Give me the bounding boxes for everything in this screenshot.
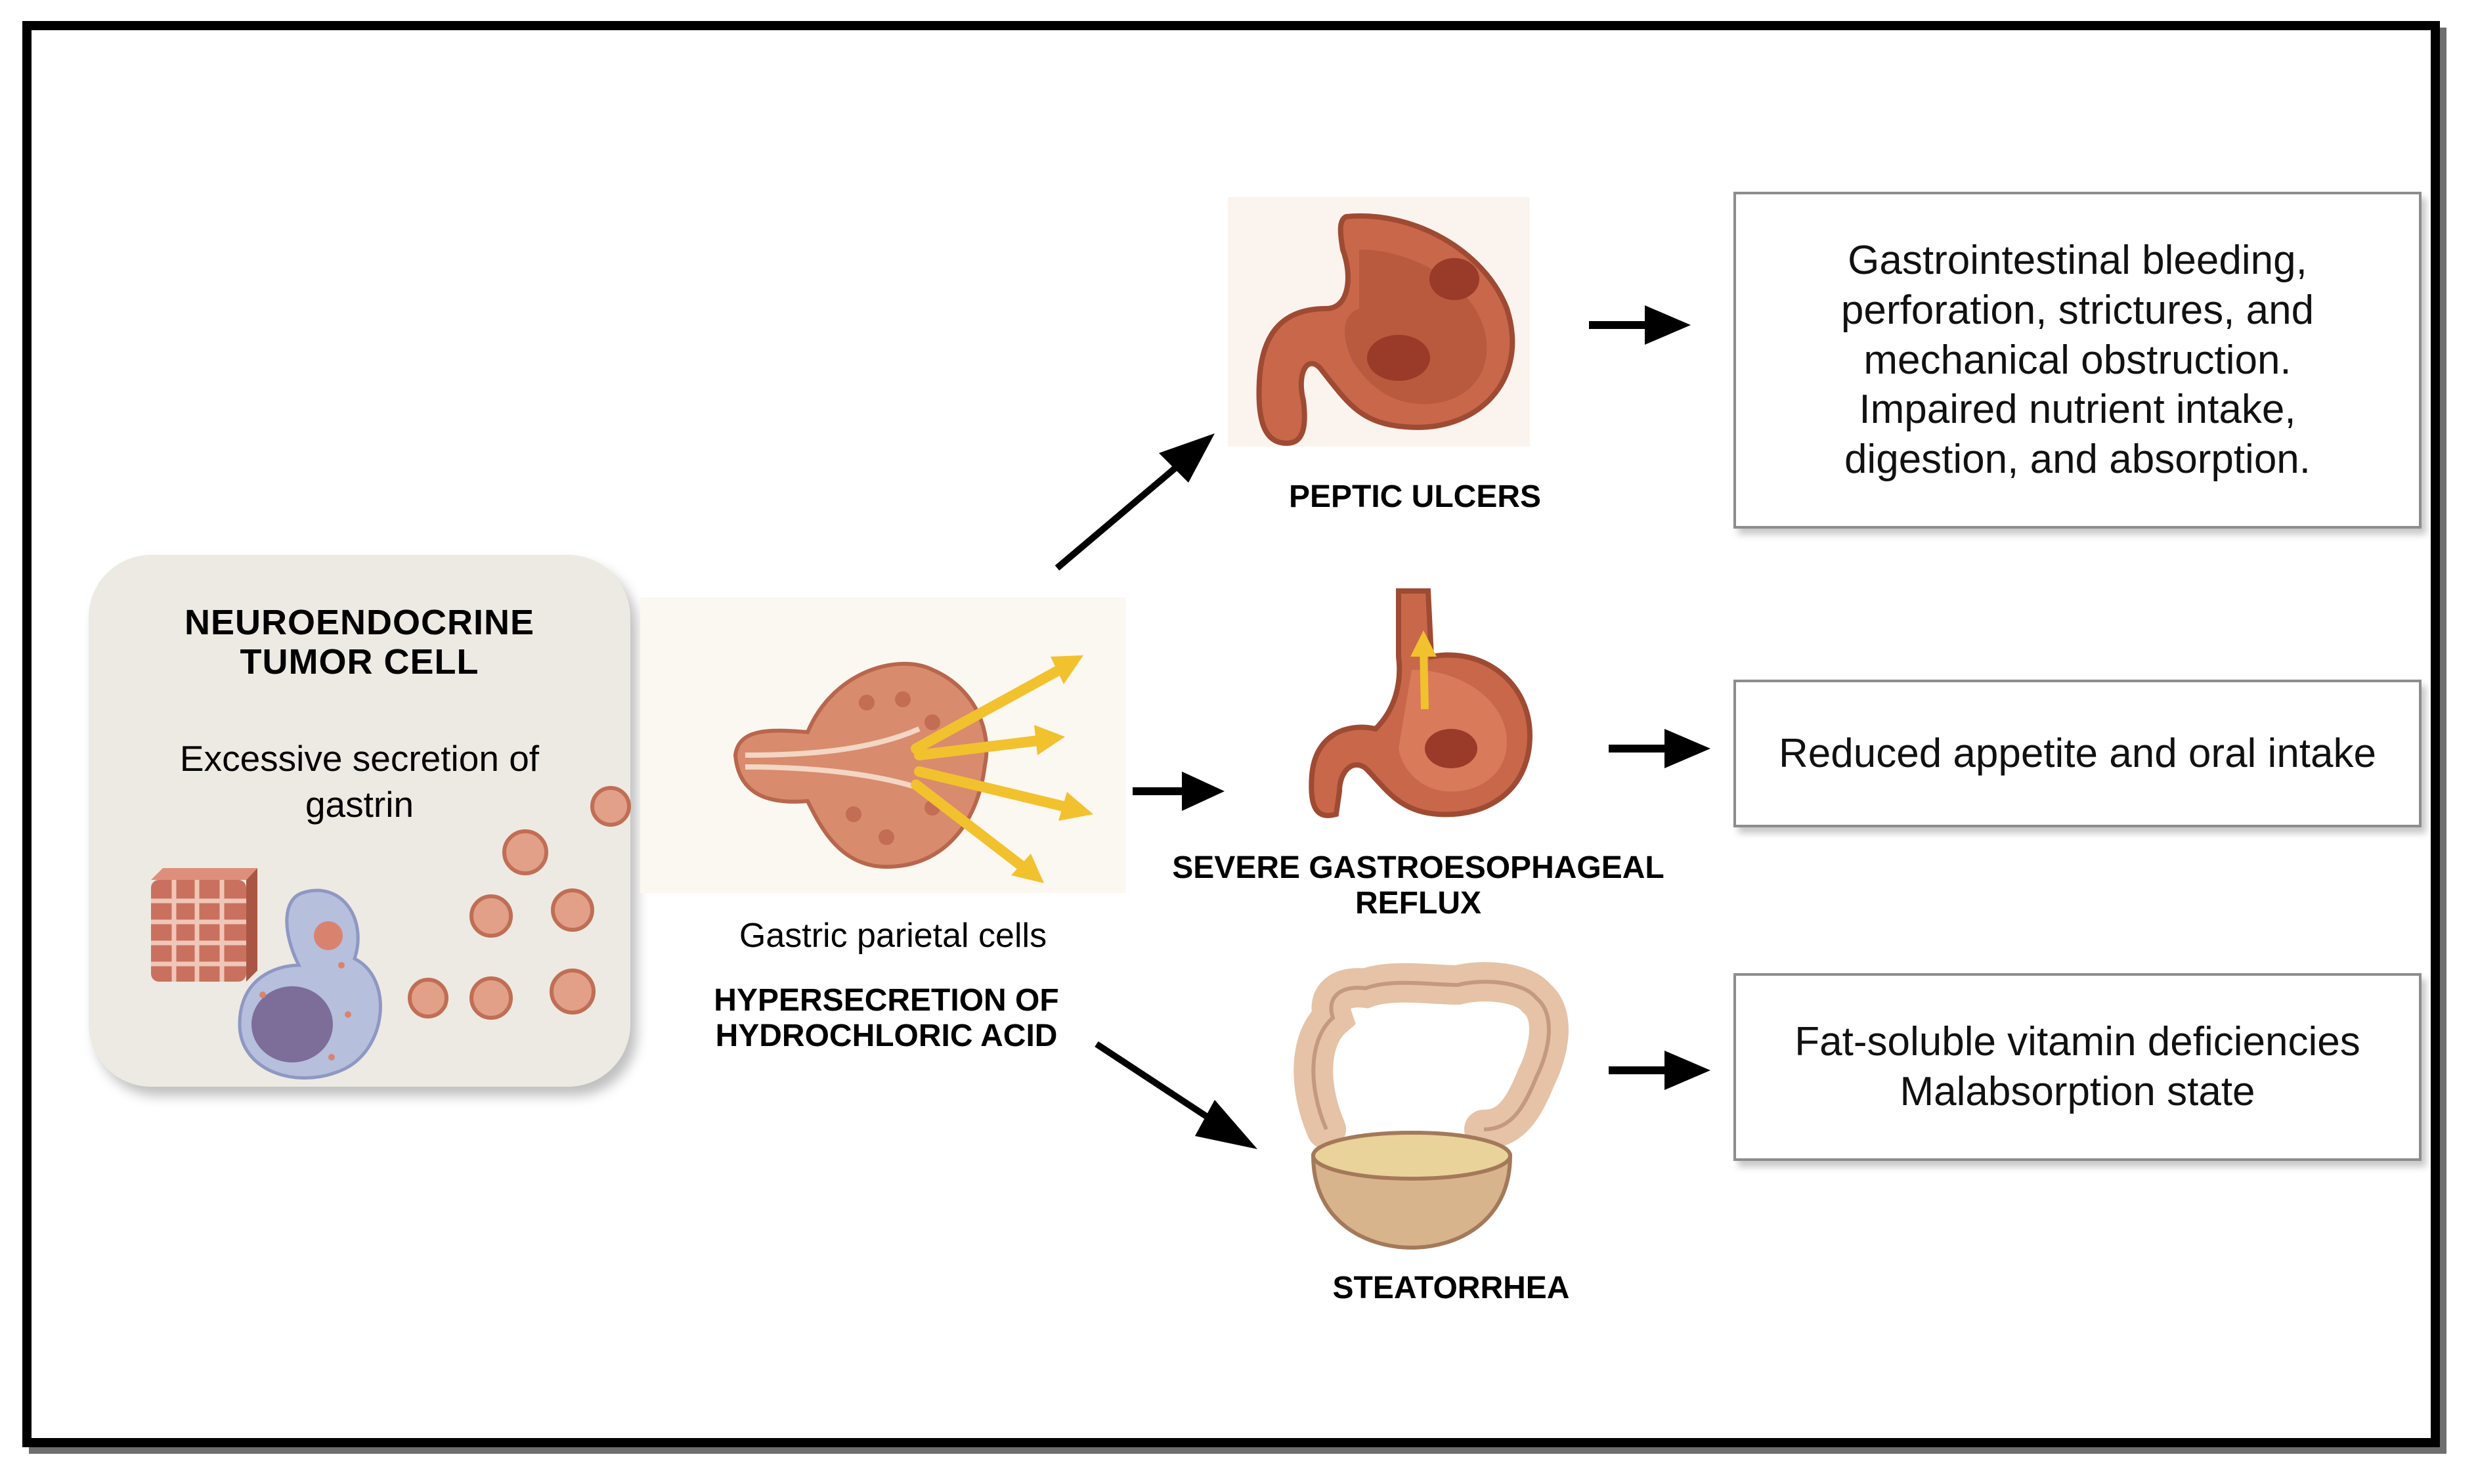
steatorrhea-label: STEATORRHEA xyxy=(1332,1271,1570,1305)
arrow-to-outcome-3 xyxy=(1609,1051,1710,1090)
reflux-stomach-icon xyxy=(1309,588,1533,818)
figure-frame xyxy=(22,21,2440,1447)
arrow-to-outcome-1 xyxy=(1589,305,1691,345)
colon-bowl-icon xyxy=(1293,962,1569,1250)
hcl-label-line2: HYDROCHLORIC ACID xyxy=(715,1018,1058,1053)
gastrin-text-line1: Excessive secretion of xyxy=(179,738,540,779)
acid-arrows-icon xyxy=(911,655,1093,883)
gastrin-granule-icons xyxy=(408,786,631,1020)
arrow-to-outcome-2 xyxy=(1609,729,1710,768)
reflux-label-line1: SEVERE GASTROESOPHAGEAL xyxy=(1172,850,1664,885)
arrow-to-reflux xyxy=(1133,772,1225,811)
reflux-label: SEVERE GASTROESOPHAGEAL REFLUX xyxy=(1129,850,1707,921)
peptic-ulcers-label: PEPTIC ULCERS xyxy=(1288,479,1542,514)
hcl-label-line1: HYPERSECRETION OF xyxy=(714,983,1059,1018)
tissue-block-icon xyxy=(151,868,257,982)
tumor-cell-title: NEUROENDOCRINE TUMOR CELL xyxy=(89,603,630,682)
hcl-hypersecretion-label: HYPERSECRETION OF HYDROCHLORIC ACID xyxy=(657,983,1116,1054)
parietal-cells-caption: Gastric parietal cells xyxy=(739,917,1047,955)
gastrin-text-line2: gastrin xyxy=(305,784,414,825)
outcome-box-steatorrhea: Fat-soluble vitamin deficiencies Malabso… xyxy=(1733,973,2422,1161)
gastrin-secretion-text: Excessive secretion of gastrin xyxy=(89,735,630,828)
arrow-to-steatorrhea xyxy=(1095,1041,1257,1149)
peptic-ulcer-stomach-icon xyxy=(1228,197,1530,447)
tumor-cell-icon xyxy=(238,888,382,1080)
tumor-cell-title-line2: TUMOR CELL xyxy=(240,642,479,682)
outcome-box-peptic-ulcers: Gastrointestinal bleeding, perforation, … xyxy=(1733,192,2422,529)
tumor-cell-title-line1: NEUROENDOCRINE xyxy=(184,603,535,642)
arrow-to-peptic-ulcers xyxy=(1054,433,1215,571)
reflux-label-line2: REFLUX xyxy=(1355,885,1481,921)
outcome-box-reflux: Reduced appetite and oral intake xyxy=(1733,680,2422,827)
